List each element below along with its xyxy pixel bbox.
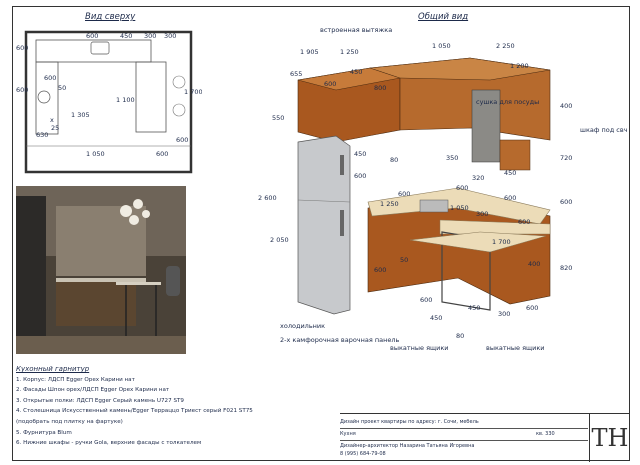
dim-label: 600	[16, 86, 28, 94]
stamp-area: кв. 330	[536, 431, 555, 437]
plan-hob-icon	[37, 90, 51, 104]
top-view-title: Вид сверху	[85, 12, 136, 22]
dim-label: 600	[420, 296, 432, 304]
dim-label: 450	[350, 68, 362, 76]
dim-label: 600	[518, 218, 530, 226]
title-block: Дизайн проект квартиры по адресу: г. Соч…	[340, 413, 630, 462]
stamp-designer: Дизайнер-архитектор Назарина Татьяна Иго…	[340, 443, 475, 449]
drawing-sheet	[12, 6, 630, 461]
plan-upper-counter	[35, 39, 152, 63]
dim-label: 1 100	[116, 96, 135, 104]
dim-label: 1 250	[340, 48, 359, 56]
dim-label: 300	[144, 32, 156, 40]
dim-label: 600	[560, 198, 572, 206]
dim-label: 350	[446, 154, 458, 162]
dim-label: 1 250	[380, 200, 399, 208]
label-drawers: выкатные ящики	[390, 344, 449, 352]
label-drawers: выкатные ящики	[486, 344, 545, 352]
dim-label: 50	[58, 84, 66, 92]
dim-label: 2 600	[258, 194, 277, 202]
dim-label: 320	[472, 174, 484, 182]
plan-left-counter	[35, 61, 59, 135]
sink	[419, 199, 449, 213]
dim-label: 300	[476, 210, 488, 218]
specification-list: Кухонный гарнитур 1. Корпус: ЛДСП Egger …	[16, 364, 306, 449]
stamp-room-row: Кухня кв. 330	[340, 428, 588, 441]
label-hood: встроенная вытяжка	[320, 26, 392, 34]
dim-label: 600	[354, 172, 366, 180]
plan-view: 600 450 300 300 600 600 600 1 100 1 700 …	[16, 30, 202, 174]
dim-label: 1 305	[71, 111, 90, 119]
general-view-title: Общий вид	[418, 12, 469, 22]
dim-label: 600	[176, 136, 188, 144]
dim-label: 800	[374, 84, 386, 92]
plan-walls	[24, 30, 193, 174]
dim-label: 50	[400, 256, 408, 264]
dim-label: 1 050	[432, 42, 451, 50]
stamp-phone: 8 (995) 684-79-08	[340, 451, 386, 457]
stamp-designer-block: Дизайнер-архитектор Назарина Татьяна Иго…	[340, 442, 474, 458]
spec-item: 5. Фурнитура Blum	[16, 429, 72, 436]
dim-label: 450	[354, 150, 366, 158]
dim-label: 600	[324, 80, 336, 88]
label-hob: 2-х камфорочная варочная панель	[280, 336, 399, 344]
plan-stool-icon	[172, 103, 186, 117]
dim-label: 450	[504, 169, 516, 177]
dim-label: 600	[44, 74, 56, 82]
dim-label: 600	[16, 44, 28, 52]
dim-label: 2 250	[496, 42, 515, 50]
dim-label: x	[50, 116, 54, 124]
dim-label: 300	[498, 310, 510, 318]
dim-label: 600	[374, 266, 386, 274]
kitchen-photo	[16, 186, 186, 354]
spec-item: 4. Столешница Искусственный камень/Egger…	[16, 408, 253, 415]
dim-label: 600	[86, 32, 98, 40]
label-microwave-cabinet: шкаф под свч	[580, 126, 628, 134]
dim-label: 655	[290, 70, 302, 78]
dim-label: 80	[390, 156, 398, 164]
dim-label: 300	[164, 32, 176, 40]
dim-label: 450	[120, 32, 132, 40]
dim-label: 630	[36, 131, 48, 139]
open-shelf	[471, 89, 501, 163]
stamp-project: Дизайн проект квартиры по адресу: г. Соч…	[340, 416, 588, 429]
dim-label: 25	[51, 124, 59, 132]
fridge	[297, 135, 351, 315]
dim-label: 1 905	[300, 48, 319, 56]
dim-label: 450	[430, 314, 442, 322]
spec-item: 1. Корпус: ЛДСП Egger Орех Карини нат	[16, 376, 135, 383]
dim-label: 600	[456, 184, 468, 192]
dim-label: 450	[468, 304, 480, 312]
spec-item: 2. Фасады Шпон орех/ЛДСП Egger Орех Кари…	[16, 387, 170, 394]
spec-item: (подобрать под плитку на фартуке)	[16, 418, 123, 425]
dim-label: 400	[528, 260, 540, 268]
spec-item: 3. Открытые полки: ЛДСП Egger Серый каме…	[16, 397, 184, 404]
dim-label: 2 050	[270, 236, 289, 244]
dim-label: 600	[398, 190, 410, 198]
stamp-room: Кухня	[340, 431, 356, 437]
label-fridge: холодильник	[280, 322, 325, 330]
dim-label: 600	[504, 194, 516, 202]
dim-label: 600	[526, 304, 538, 312]
label-dish-dryer: сушка для посуды	[476, 98, 539, 106]
logo: TH	[589, 414, 630, 462]
spec-item: 6. Нижние шкафы - ручки Gola, верхние фа…	[16, 440, 202, 447]
plan-stool-icon	[172, 75, 186, 89]
dim-label: 1 700	[492, 238, 511, 246]
plan-island	[135, 61, 167, 133]
dim-label: 820	[560, 264, 572, 272]
plan-sink-icon	[90, 41, 110, 55]
dim-label: 400	[560, 102, 572, 110]
spec-title: Кухонный гарнитур	[16, 365, 90, 373]
dim-label: 1 050	[86, 150, 105, 158]
dim-label: 550	[272, 114, 284, 122]
dim-label: 80	[456, 332, 464, 340]
general-view-3d: встроенная вытяжка сушка для посуды шкаф…	[258, 26, 628, 352]
dim-label: 1 050	[450, 204, 469, 212]
dim-label: 600	[156, 150, 168, 158]
microwave-cabinet	[499, 139, 531, 171]
dim-label: 1 700	[184, 88, 202, 96]
dim-label: 1 200	[510, 62, 529, 70]
dim-label: 720	[560, 154, 572, 162]
